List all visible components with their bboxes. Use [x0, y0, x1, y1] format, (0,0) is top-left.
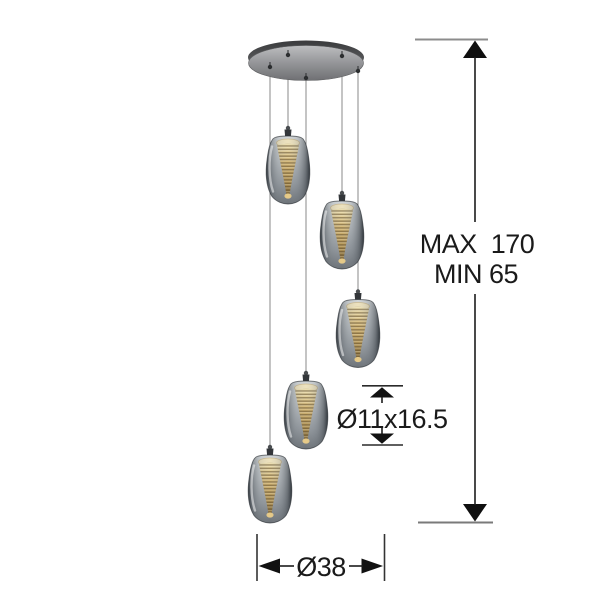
- pendant-3: [335, 288, 381, 369]
- min-height-label: MIN 65: [434, 259, 518, 289]
- arrow-up-icon: [370, 387, 394, 398]
- arrow-down-icon: [370, 433, 394, 444]
- dimension-overall-height: MAX 170 MIN 65: [415, 38, 535, 524]
- max-height-label: MAX 170: [420, 229, 535, 259]
- wire-grommet: [303, 73, 309, 81]
- pendant-1: [265, 124, 311, 206]
- arrow-right-icon: [361, 558, 383, 574]
- arrow-up-icon: [463, 40, 487, 58]
- suspension-wires: [269, 55, 359, 450]
- arrow-down-icon: [463, 504, 487, 522]
- pendant-2: [319, 189, 365, 271]
- canopy-diameter-label: Ø38: [296, 552, 346, 582]
- pendant-size-label: Ø11x16.5: [336, 404, 447, 434]
- pendant-4: [283, 369, 329, 451]
- pendant-5: [247, 443, 293, 525]
- dimension-canopy-diameter: Ø38: [256, 534, 386, 582]
- arrow-left-icon: [258, 558, 280, 574]
- wire-grommet: [339, 51, 345, 59]
- ceiling-canopy: [248, 40, 364, 81]
- wire-grommet: [267, 62, 273, 70]
- dimension-pendant-size: Ø11x16.5: [336, 384, 448, 446]
- wire-grommets: [267, 50, 361, 81]
- wire-grommet: [355, 66, 361, 74]
- wire-grommet: [285, 50, 291, 58]
